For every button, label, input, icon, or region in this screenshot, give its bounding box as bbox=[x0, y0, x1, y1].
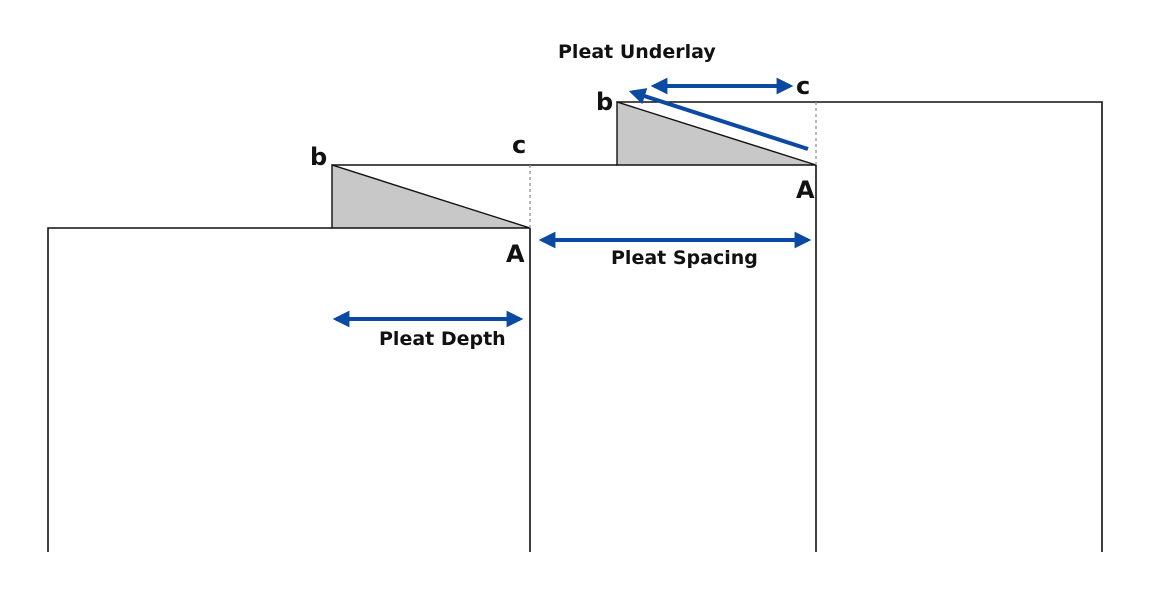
point-label-A-2: A bbox=[796, 176, 815, 204]
point-label-A-1: A bbox=[506, 240, 525, 268]
point-label-c-2: c bbox=[796, 72, 810, 100]
point-label-c-1: c bbox=[512, 131, 526, 159]
point-label-b-1: b bbox=[310, 143, 327, 171]
pleat-fold-triangle-1 bbox=[331, 164, 531, 229]
panel-1-outline bbox=[47, 227, 332, 552]
pleat-underlay-label: Pleat Underlay bbox=[558, 41, 716, 63]
pleat-fold-triangle-2 bbox=[616, 101, 817, 166]
point-label-b-2: b bbox=[596, 88, 613, 116]
pleat-depth-label: Pleat Depth bbox=[379, 328, 506, 350]
panel-3-outline bbox=[617, 101, 1103, 552]
fold-diagonal-arrow bbox=[628, 88, 809, 151]
pleat-spacing-label: Pleat Spacing bbox=[611, 247, 758, 269]
